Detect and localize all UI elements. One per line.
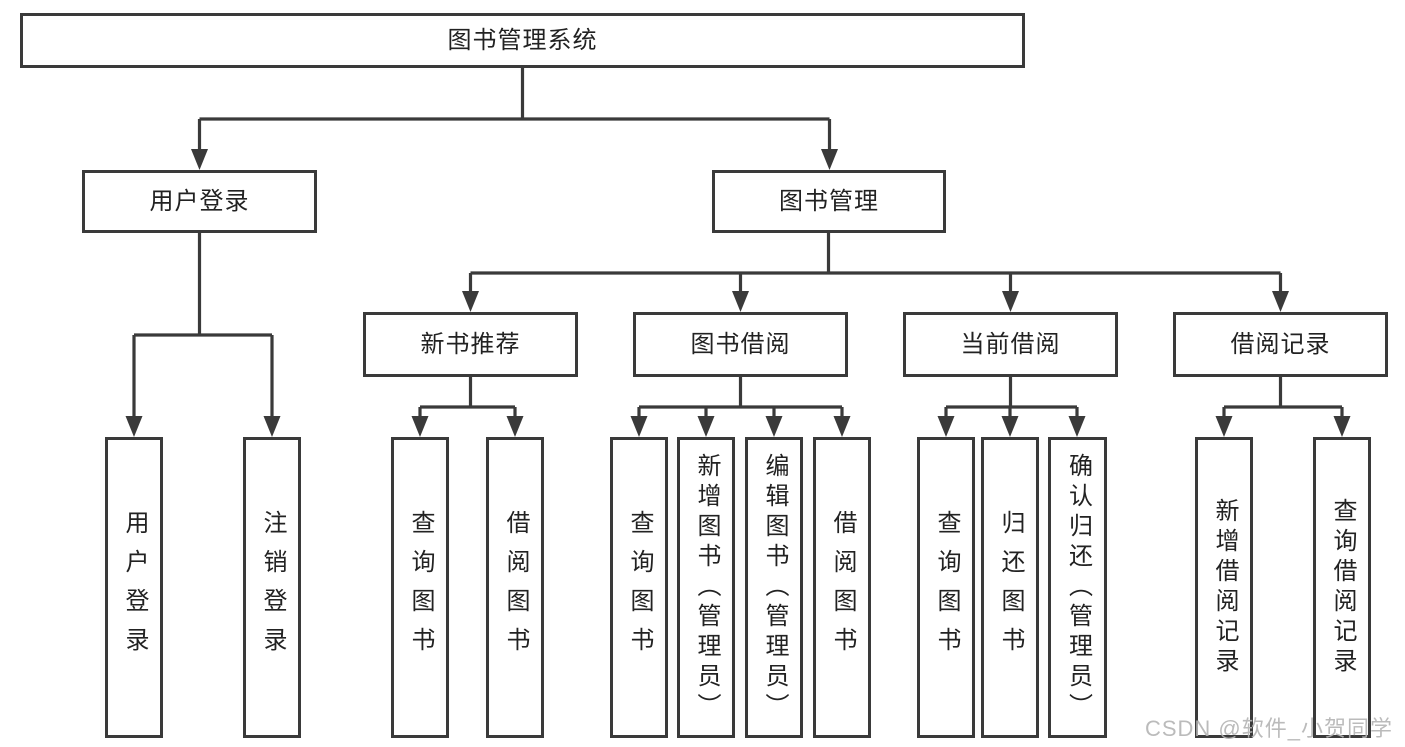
node-user-login: 用户登录 (82, 170, 317, 233)
node-leaf-query-borrow-record: 查询借阅记录 (1313, 437, 1371, 738)
node-label: 新增图书（管理员） (693, 452, 720, 723)
node-label: 查询借阅记录 (1329, 497, 1356, 678)
node-leaf-edit-book-admin: 编辑图书（管理员） (745, 437, 803, 738)
node-label: 新书推荐 (420, 330, 521, 358)
node-label: 编辑图书（管理员） (761, 452, 788, 723)
node-leaf-logout: 注销登录 (243, 437, 301, 738)
node-leaf-query-book-recommend: 查询图书 (391, 437, 449, 738)
node-leaf-confirm-return-admin: 确认归还（管理员） (1048, 437, 1107, 738)
node-current-borrowing: 当前借阅 (903, 312, 1118, 377)
node-label: 查询图书 (407, 509, 434, 666)
node-leaf-add-borrow-record: 新增借阅记录 (1195, 437, 1253, 738)
node-label: 借阅记录 (1230, 330, 1331, 358)
node-label: 查询图书 (933, 509, 960, 666)
node-leaf-query-book-borrowing: 查询图书 (610, 437, 668, 738)
node-label: 用户登录 (149, 187, 250, 215)
node-leaf-add-book-admin: 新增图书（管理员） (677, 437, 735, 738)
node-label: 当前借阅 (960, 330, 1061, 358)
node-new-book-recommendation: 新书推荐 (363, 312, 578, 377)
node-label: 借阅图书 (829, 509, 856, 666)
node-leaf-borrow-book-recommend: 借阅图书 (486, 437, 544, 738)
node-leaf-query-book-current: 查询图书 (917, 437, 975, 738)
node-label: 用户登录 (121, 509, 148, 666)
connector-bookmgmt-children (468, 233, 1283, 294)
node-library-management-system: 图书管理系统 (20, 13, 1025, 68)
node-leaf-borrow-book: 借阅图书 (813, 437, 871, 738)
node-label: 注销登录 (259, 509, 286, 666)
connector-borrowrecords-children (1222, 377, 1344, 419)
connector-userlogin-children (132, 233, 274, 419)
node-book-management: 图书管理 (712, 170, 946, 233)
node-leaf-user-login: 用户登录 (105, 437, 163, 738)
node-label: 图书借阅 (690, 330, 791, 358)
connector-root-to-level2 (197, 68, 832, 152)
node-label: 确认归还（管理员） (1064, 452, 1092, 723)
node-label: 图书管理 (779, 187, 879, 215)
node-label: 归还图书 (997, 509, 1024, 666)
node-leaf-return-book: 归还图书 (981, 437, 1039, 738)
connector-currentborrow-children (944, 377, 1079, 419)
node-book-borrowing: 图书借阅 (633, 312, 848, 377)
node-label: 查询图书 (626, 509, 653, 666)
node-borrowing-records: 借阅记录 (1173, 312, 1388, 377)
connector-bookborrow-children (637, 377, 844, 419)
connector-newbook-children (418, 377, 517, 419)
csdn-watermark: CSDN @软件_小贺同学 (1144, 716, 1393, 741)
node-label: 图书管理系统 (447, 26, 598, 54)
node-label: 借阅图书 (502, 509, 529, 666)
node-label: 新增借阅记录 (1211, 497, 1238, 678)
